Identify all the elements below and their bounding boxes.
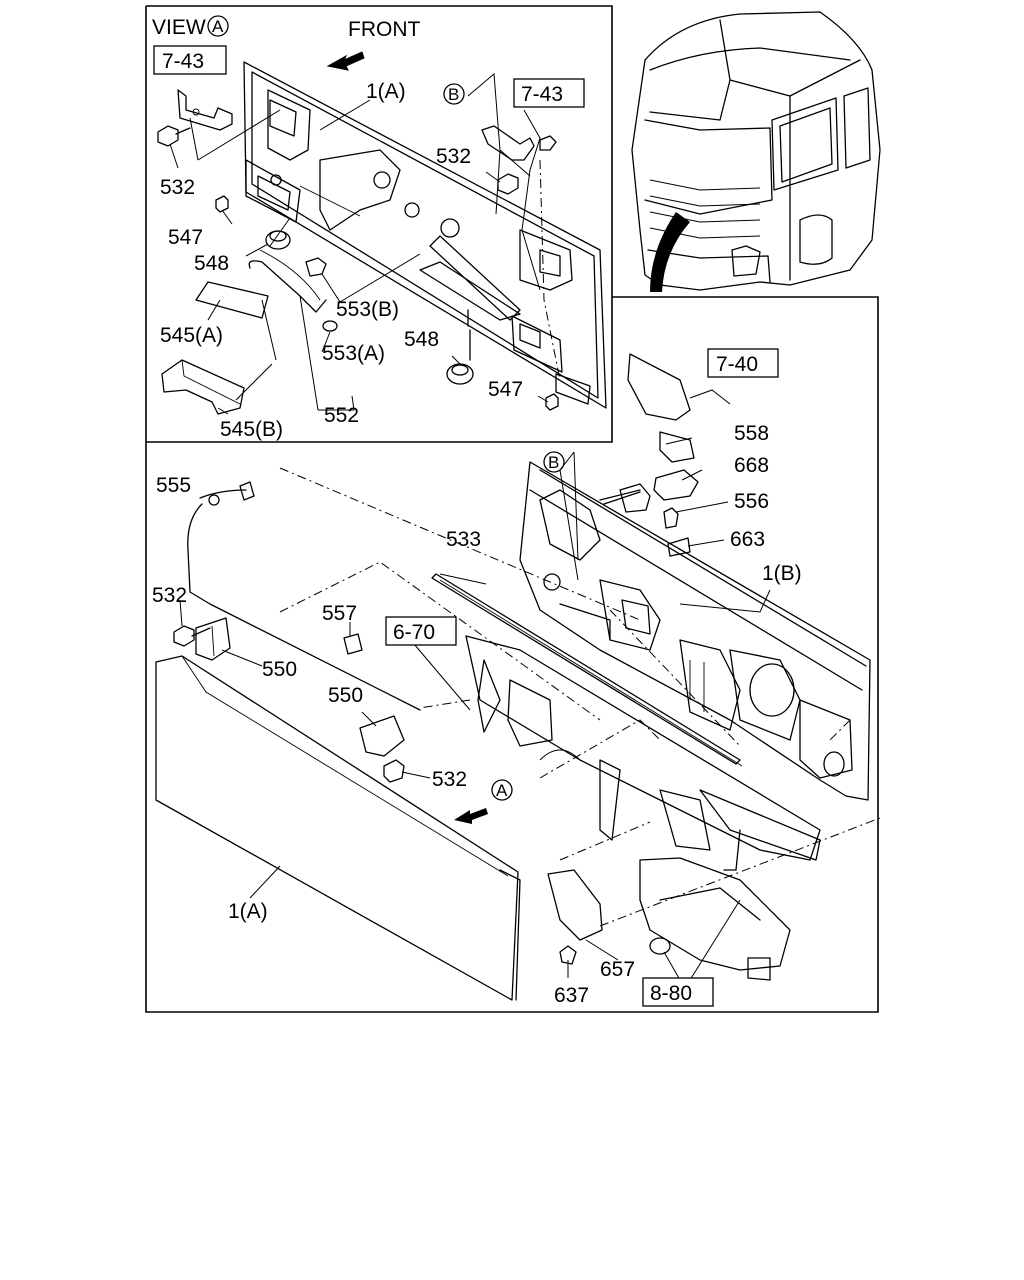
- label-548-left: 548: [194, 252, 229, 275]
- ref-7-43-right-label: 7-43: [521, 83, 563, 106]
- label-545b: 545(B): [220, 418, 283, 441]
- label-555: 555: [156, 474, 191, 497]
- ref-box-6-70[interactable]: 6-70: [385, 616, 457, 646]
- front-indicator: FRONT: [326, 18, 420, 71]
- label-532-low: 532: [432, 768, 467, 791]
- ref-box-7-40[interactable]: 7-40: [707, 348, 779, 378]
- ref-8-80-label: 8-80: [650, 982, 692, 1005]
- panel-1a-drawing: [155, 655, 521, 1001]
- view-title: VIEW: [152, 16, 206, 39]
- label-556: 556: [734, 490, 769, 513]
- ref-6-70-label: 6-70: [393, 621, 435, 644]
- upper-bracket-group: [599, 353, 699, 557]
- cross-member-drawing: [465, 635, 821, 871]
- marker-b-main: B: [543, 451, 565, 473]
- cable-555: [187, 481, 421, 711]
- ref-7-40-label: 7-40: [716, 353, 758, 376]
- label-552: 552: [324, 404, 359, 427]
- marker-b-top-text: B: [448, 85, 459, 104]
- label-532-top-right: 532: [436, 145, 471, 168]
- seal-strip-533: [431, 573, 743, 767]
- left-bracket-group: [173, 617, 231, 661]
- ref-box-8-80[interactable]: 8-80: [642, 977, 714, 1007]
- ref-box-7-43-right[interactable]: 7-43: [513, 78, 585, 108]
- panel-1b-drawing: [519, 461, 871, 801]
- view-a-panel-drawing: [243, 61, 607, 409]
- label-550-left: 550: [262, 658, 297, 681]
- main-labels: 7-40 6-70 8-80 B A 558 668 556 663 1(B) …: [152, 348, 802, 1007]
- label-1b: 1(B): [762, 562, 802, 585]
- label-532-mid: 532: [152, 584, 187, 607]
- label-553b: 553(B): [336, 298, 399, 321]
- marker-a-main-text: A: [496, 781, 508, 800]
- label-557: 557: [322, 602, 357, 625]
- marker-a-main: A: [454, 779, 513, 824]
- label-1a-top: 1(A): [366, 80, 406, 103]
- label-558: 558: [734, 422, 769, 445]
- label-545a: 545(A): [160, 324, 223, 347]
- view-title-marker: A: [212, 17, 224, 36]
- main-frame: [145, 5, 879, 1013]
- label-532-top-left: 532: [160, 176, 195, 199]
- front-arrow-icon: [326, 51, 365, 71]
- marker-b-main-text: B: [548, 453, 559, 472]
- view-a-labels: 7-43 7-43 B 1(A) 532 532 547 548 545(A) …: [153, 45, 585, 441]
- label-533: 533: [446, 528, 481, 551]
- front-label: FRONT: [348, 18, 420, 41]
- ref-7-43-left-label: 7-43: [162, 50, 204, 73]
- label-548-right: 548: [404, 328, 439, 351]
- label-547-right: 547: [488, 378, 523, 401]
- a-direction-arrow-icon: [454, 808, 488, 824]
- label-1a-main: 1(A): [228, 900, 268, 923]
- lower-bracket-group: [547, 857, 791, 981]
- label-637: 637: [554, 984, 589, 1007]
- view-a-frame: [146, 297, 613, 443]
- truck-cab-illustration: [631, 11, 881, 292]
- label-663: 663: [730, 528, 765, 551]
- main-leaders: [179, 389, 881, 981]
- view-a-heading: VIEW A: [152, 15, 229, 39]
- marker-b-top: B: [443, 83, 465, 105]
- view-a-leaders: [169, 72, 561, 415]
- label-547-left: 547: [168, 226, 203, 249]
- label-550-mid: 550: [328, 684, 363, 707]
- mid-bracket-group: [343, 633, 405, 783]
- ref-box-7-43-left[interactable]: 7-43: [153, 45, 227, 75]
- label-657: 657: [600, 958, 635, 981]
- label-668: 668: [734, 454, 769, 477]
- label-553a: 553(A): [322, 342, 385, 365]
